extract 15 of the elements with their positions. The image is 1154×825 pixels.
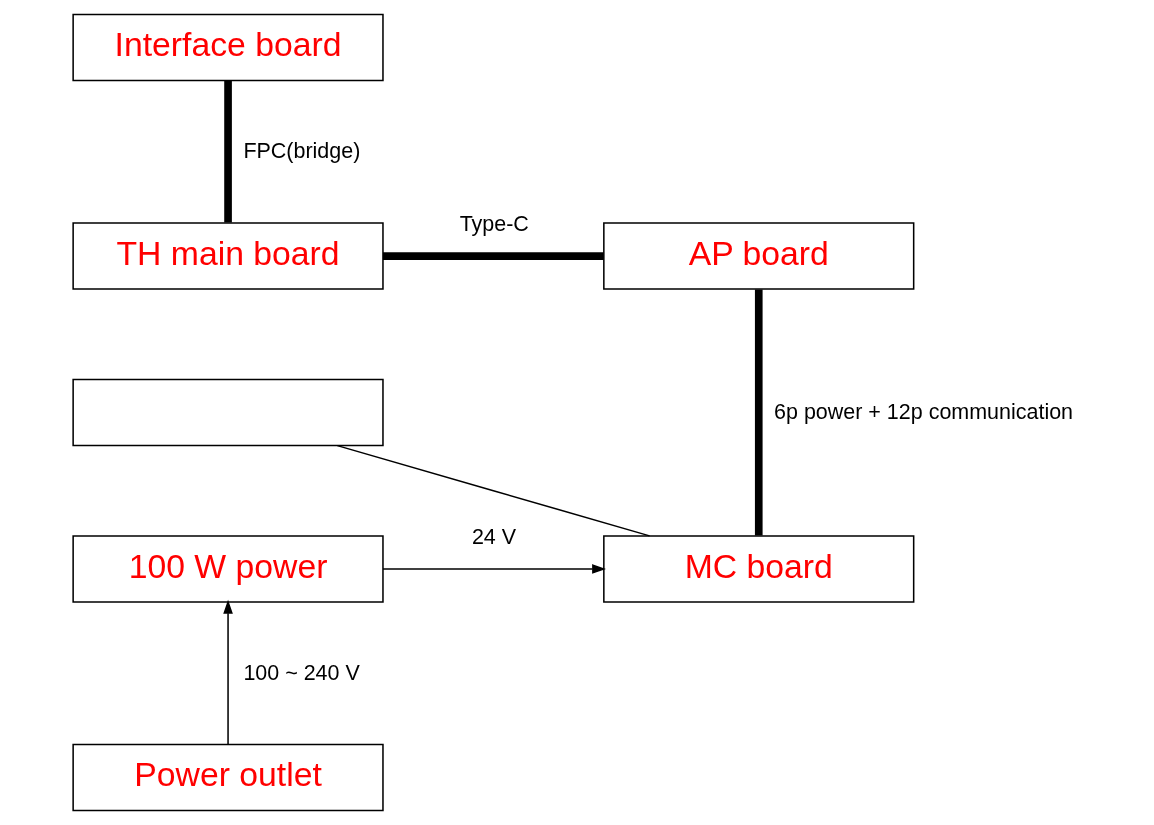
edge-label: 24 V	[471, 524, 517, 549]
connector	[336, 444, 651, 537]
edge-label: 6p power + 12p communication	[774, 399, 1074, 424]
edge-label: 100 ~ 240 V	[243, 660, 360, 685]
node-box: AP board	[603, 222, 915, 290]
edge-label: FPC(bridge)	[243, 139, 361, 164]
node-box: Interface board	[72, 13, 384, 82]
node-box: Power outlet	[72, 743, 384, 812]
node-box: MC board	[603, 535, 915, 603]
arrow	[382, 564, 606, 574]
arrow	[223, 599, 233, 745]
node-box	[72, 378, 384, 447]
edge-label: Type-C	[459, 212, 529, 237]
node-box: 100 W power	[72, 535, 384, 603]
node-box: TH main board	[72, 222, 384, 290]
